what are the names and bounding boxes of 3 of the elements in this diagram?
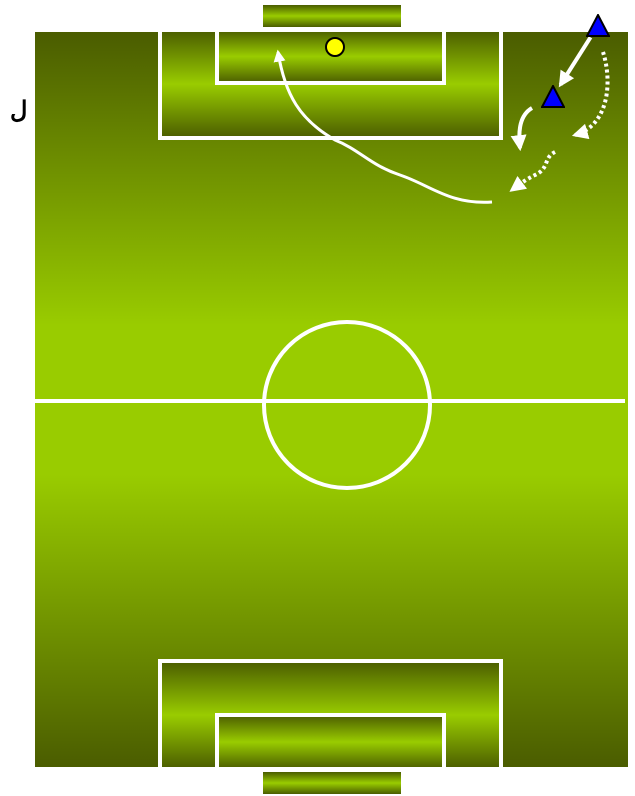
player-marker	[541, 85, 565, 108]
text-fragment: ل	[10, 96, 27, 124]
player-marker	[586, 14, 610, 37]
